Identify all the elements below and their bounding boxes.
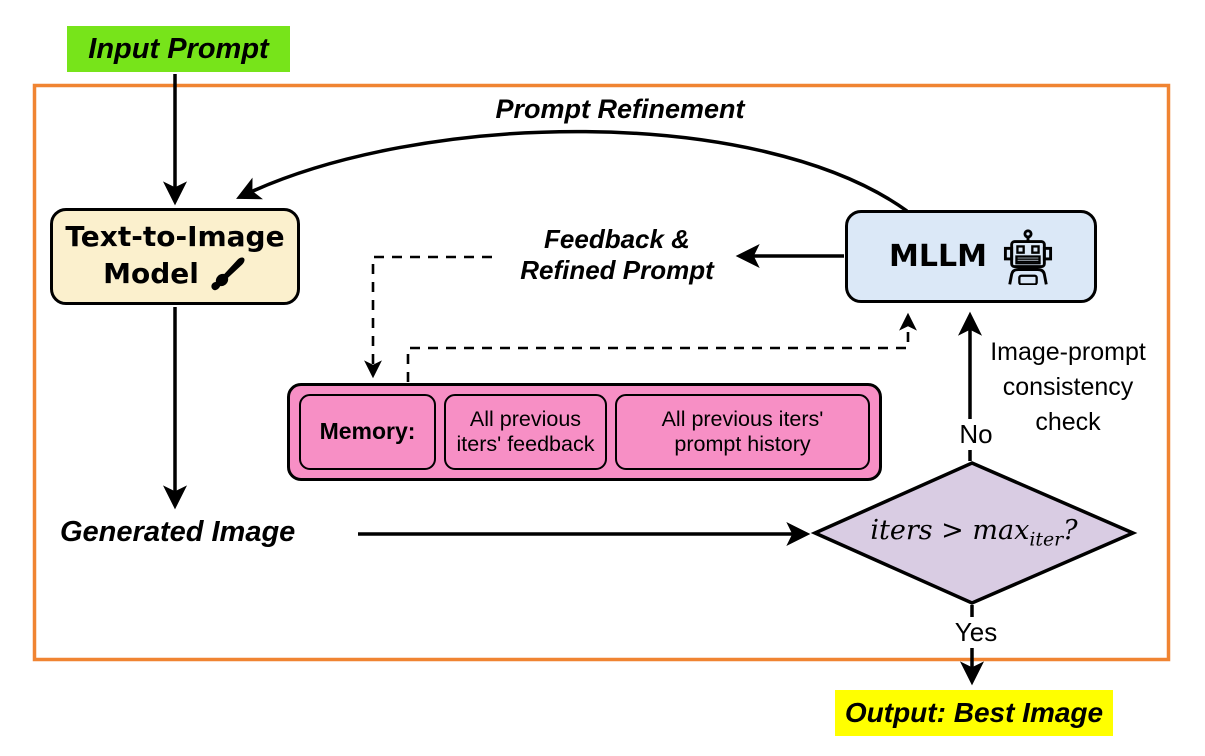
mllm-box: MLLM xyxy=(845,210,1097,303)
input-prompt-label: Input Prompt xyxy=(88,32,269,65)
no-branch-label: No xyxy=(948,419,1004,450)
decision-main: iters > max xyxy=(870,515,1030,546)
loop-frame xyxy=(32,83,1171,662)
consistency-check-label: Image-prompt consistency check xyxy=(968,335,1168,440)
robot-icon xyxy=(1003,228,1053,285)
mllm-label: MLLM xyxy=(889,239,987,274)
memory-history-cell: All previous iters' prompt history xyxy=(615,394,870,470)
t2i-label-line2: Model xyxy=(103,256,199,290)
memory-feedback-line1: All previous xyxy=(469,406,582,431)
consistency-line1: Image-prompt xyxy=(990,338,1146,366)
feedback-line1: Feedback & xyxy=(544,224,690,254)
decision-diamond xyxy=(810,461,1138,605)
decision-suffix: ? xyxy=(1063,515,1078,546)
decision-condition-label: iters > maxiter? xyxy=(844,515,1104,550)
text-to-image-model-box: Text-to-Image Model xyxy=(50,208,300,305)
input-prompt-box: Input Prompt xyxy=(67,26,290,72)
decision-subscript: iter xyxy=(1029,528,1064,551)
arrow-feedback-to-memory xyxy=(364,255,492,379)
t2i-label-line1: Text-to-Image xyxy=(65,220,285,254)
memory-box: Memory: All previous iters' feedback All… xyxy=(287,383,882,481)
arrow-prompt-refinement xyxy=(236,129,909,213)
prompt-refinement-label: Prompt Refinement xyxy=(495,94,745,124)
feedback-line2: Refined Prompt xyxy=(520,254,714,285)
feedback-refined-prompt-label: Feedback & Refined Prompt xyxy=(497,224,737,285)
consistency-line3: check xyxy=(1035,408,1101,436)
memory-history-line1: All previous iters' xyxy=(661,406,824,431)
memory-feedback-line2: iters' feedback xyxy=(456,432,595,456)
output-label: Output: Best Image xyxy=(844,697,1104,728)
paintbrush-icon xyxy=(211,257,245,290)
memory-title-label: Memory: xyxy=(319,418,416,445)
consistency-line2: consistency xyxy=(1002,373,1134,401)
memory-feedback-cell: All previous iters' feedback xyxy=(444,394,607,470)
output-best-image-box: Output: Best Image xyxy=(835,690,1113,736)
memory-history-line2: prompt history xyxy=(674,432,811,456)
memory-title-cell: Memory: xyxy=(299,394,436,470)
yes-branch-label: Yes xyxy=(948,617,1004,648)
arrow-memory-to-mllm xyxy=(406,312,917,382)
generated-image-label: Generated Image xyxy=(60,516,296,548)
